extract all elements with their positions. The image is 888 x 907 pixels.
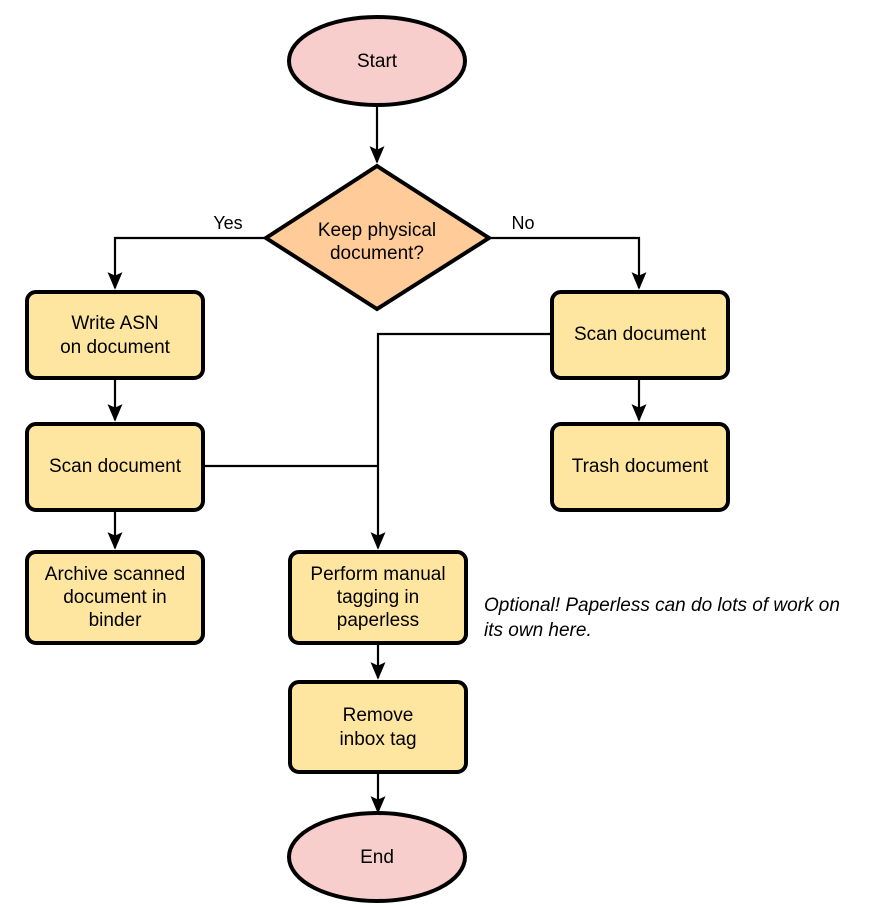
archive-label-line2: document in: [63, 587, 167, 608]
scan-document-left-label: Scan document: [49, 456, 182, 477]
node-archive-scanned-document[interactable]: Archive scanned document in binder: [25, 550, 205, 645]
decision-diamond[interactable]: [262, 163, 493, 312]
node-start[interactable]: Start: [287, 15, 467, 107]
start-ellipse[interactable]: [287, 15, 467, 107]
remove-inbox-tag-box[interactable]: [288, 680, 468, 774]
connectors: [107, 104, 647, 814]
end-ellipse[interactable]: [287, 811, 467, 903]
decision-label-line1: Keep physical: [318, 220, 436, 241]
manual-tagging-label-line3: paperless: [337, 610, 419, 631]
decision-label-line2: document?: [330, 243, 424, 264]
edge-scan-right-to-manual-tag: [370, 332, 552, 550]
remove-inbox-tag-label-line1: Remove: [343, 705, 414, 726]
node-remove-inbox-tag[interactable]: Remove inbox tag: [288, 680, 468, 774]
node-decision-keep-physical-document[interactable]: Keep physical document?: [262, 163, 493, 312]
end-label: End: [360, 847, 394, 868]
edge-decision-yes-to-write-asn: [107, 236, 265, 290]
write-asn-label-line1: Write ASN: [71, 313, 158, 334]
archive-label-line3: binder: [89, 610, 142, 631]
archive-box[interactable]: [25, 550, 205, 645]
remove-inbox-tag-label-line2: inbox tag: [339, 729, 416, 750]
manual-tagging-label-line2: tagging in: [337, 587, 419, 608]
manual-tagging-box[interactable]: [288, 550, 468, 645]
edge-label-no: No: [511, 213, 534, 233]
node-end[interactable]: End: [287, 811, 467, 903]
manual-tagging-label-line1: Perform manual: [310, 564, 445, 585]
node-scan-document-left[interactable]: Scan document: [25, 422, 205, 512]
annotation-note: Optional! Paperless can do lots of work …: [484, 595, 840, 641]
trash-document-box[interactable]: [550, 422, 730, 512]
node-write-asn-on-document[interactable]: Write ASN on document: [25, 290, 205, 380]
scan-document-right-box[interactable]: [550, 290, 730, 380]
write-asn-box[interactable]: [25, 290, 205, 380]
scan-document-right-label: Scan document: [574, 324, 707, 345]
edge-label-yes: Yes: [213, 213, 242, 233]
node-scan-document-right[interactable]: Scan document: [550, 290, 730, 380]
node-trash-document[interactable]: Trash document: [550, 422, 730, 512]
archive-label-line1: Archive scanned: [45, 564, 185, 585]
trash-document-label: Trash document: [572, 456, 709, 477]
edge-decision-no-to-scan-right: [490, 236, 647, 290]
write-asn-label-line2: on document: [60, 337, 171, 358]
note-line1: Optional! Paperless can do lots of work …: [484, 595, 840, 616]
scan-document-left-box[interactable]: [25, 422, 205, 512]
start-label: Start: [357, 51, 398, 72]
node-perform-manual-tagging[interactable]: Perform manual tagging in paperless: [288, 550, 468, 645]
note-line2: its own here.: [484, 620, 592, 641]
